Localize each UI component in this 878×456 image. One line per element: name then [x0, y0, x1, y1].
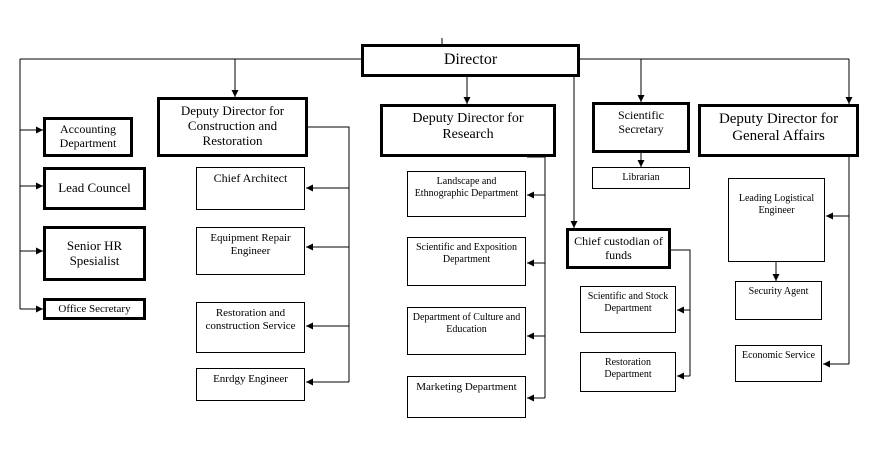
security-agent-label: Security Agent — [748, 286, 809, 297]
equipment-repair-box: Equipment Repair Engineer — [196, 227, 305, 275]
senior-hr-label: Senior HR Spesialist — [66, 237, 123, 268]
connector-construction-bus — [306, 126, 350, 382]
connector-custodian-bus — [670, 249, 691, 376]
energy-engineer-box: Enrdgy Engineer — [196, 368, 305, 401]
restoration-service-box: Restoration and construction Service — [196, 302, 305, 353]
general-head-box: Deputy Director for General Affairs — [698, 104, 859, 157]
stock-department-box: Scientific and Stock Department — [580, 286, 676, 333]
marketing-department-label: Marketing Department — [416, 381, 517, 393]
construction-head-label: Deputy Director for Construction and Res… — [180, 103, 285, 148]
equipment-repair-label: Equipment Repair Engineer — [210, 232, 291, 257]
chief-architect-box: Chief Architect — [196, 167, 305, 210]
stock-department-label: Scientific and Stock Department — [587, 291, 669, 314]
research-head-label: Deputy Director for Research — [412, 111, 524, 143]
economic-service-box: Economic Service — [735, 345, 822, 382]
exposition-department-box: Scientific and Exposition Department — [407, 237, 526, 286]
librarian-label: Librarian — [622, 172, 660, 184]
culture-department-label: Department of Culture and Education — [412, 312, 521, 335]
restoration-service-label: Restoration and construction Service — [205, 307, 296, 332]
landscape-department-label: Landscape and Ethnographic Department — [414, 176, 519, 199]
accounting-department-box: Accounting Department — [43, 117, 133, 157]
librarian-box: Librarian — [592, 167, 690, 189]
landscape-department-box: Landscape and Ethnographic Department — [407, 171, 526, 217]
accounting-department-label: Accounting Department — [59, 122, 117, 150]
lead-council-label: Lead Councel — [58, 180, 131, 196]
custodian-head-label: Chief custodian of funds — [574, 234, 663, 262]
secretary-head-label: Scientific Secretary — [618, 108, 664, 136]
general-head-label: Deputy Director for General Affairs — [718, 111, 839, 145]
connector-research-bus — [527, 156, 546, 398]
exposition-department-label: Scientific and Exposition Department — [415, 242, 518, 265]
custodian-head-box: Chief custodian of funds — [566, 228, 671, 269]
construction-head-box: Deputy Director for Construction and Res… — [157, 97, 308, 157]
director-label: Director — [443, 51, 498, 69]
culture-department-box: Department of Culture and Education — [407, 307, 526, 355]
director-box: Director — [361, 44, 580, 77]
marketing-department-box: Marketing Department — [407, 376, 526, 418]
economic-service-label: Economic Service — [741, 350, 816, 361]
office-secretary-box: Office Secretary — [43, 298, 146, 320]
restoration-department-box: Restoration Department — [580, 352, 676, 392]
secretary-head-box: Scientific Secretary — [592, 102, 690, 153]
research-head-box: Deputy Director for Research — [380, 104, 556, 157]
senior-hr-box: Senior HR Spesialist — [43, 226, 146, 281]
security-agent-box: Security Agent — [735, 281, 822, 320]
energy-engineer-label: Enrdgy Engineer — [213, 373, 288, 385]
chief-architect-label: Chief Architect — [213, 171, 288, 185]
lead-council-box: Lead Councel — [43, 167, 146, 210]
restoration-department-label: Restoration Department — [604, 357, 652, 380]
logistical-engineer-label: Leading Logistical Engineer — [738, 193, 815, 216]
office-secretary-label: Office Secretary — [58, 302, 131, 315]
logistical-engineer-box: Leading Logistical Engineer — [728, 178, 825, 262]
